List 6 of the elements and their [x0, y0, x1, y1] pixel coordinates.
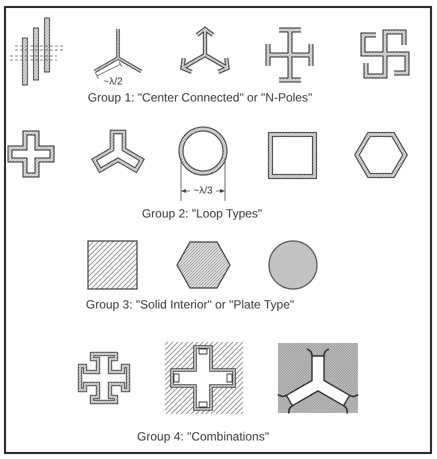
group-caption: Group 2: "Loop Types" — [142, 207, 262, 221]
group-caption: Group 4: "Combinations" — [137, 430, 269, 444]
dimension-label: ~λ/3 — [193, 186, 213, 196]
group-caption: Group 3: "Solid Interior" or "Plate Type" — [86, 298, 294, 312]
dimension-label: ~λ/2 — [103, 76, 123, 88]
group-caption: Group 1: "Center Connected" or "N-Poles" — [88, 91, 312, 105]
